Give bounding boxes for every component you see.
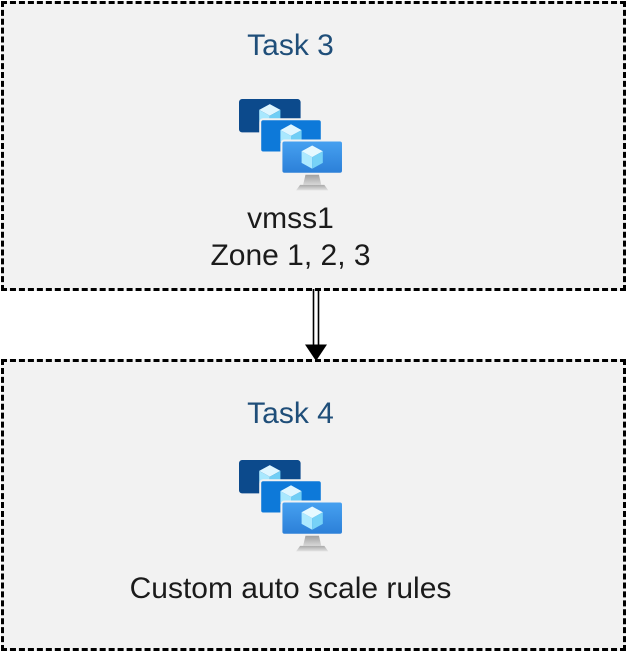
task3-label-name: vmss1 [247,202,334,235]
task4-title: Task 4 [247,397,334,430]
down-arrow-connector [305,289,327,361]
task3-content: Task 3 vmss1 Zone 1, 2, 3 [0,27,600,274]
task3-box: Task 3 vmss1 Zone 1, 2, 3 [1,1,626,291]
task3-title: Task 3 [247,29,334,62]
vm-scale-sets-icon [239,460,343,553]
task4-box: Task 4 Custom auto scale rules [1,359,626,651]
task3-label-zones: Zone 1, 2, 3 [210,239,371,272]
task4-content: Task 4 Custom auto scale rules [0,395,600,607]
vm-scale-sets-icon [239,99,343,192]
task4-label-rules: Custom auto scale rules [129,572,452,605]
